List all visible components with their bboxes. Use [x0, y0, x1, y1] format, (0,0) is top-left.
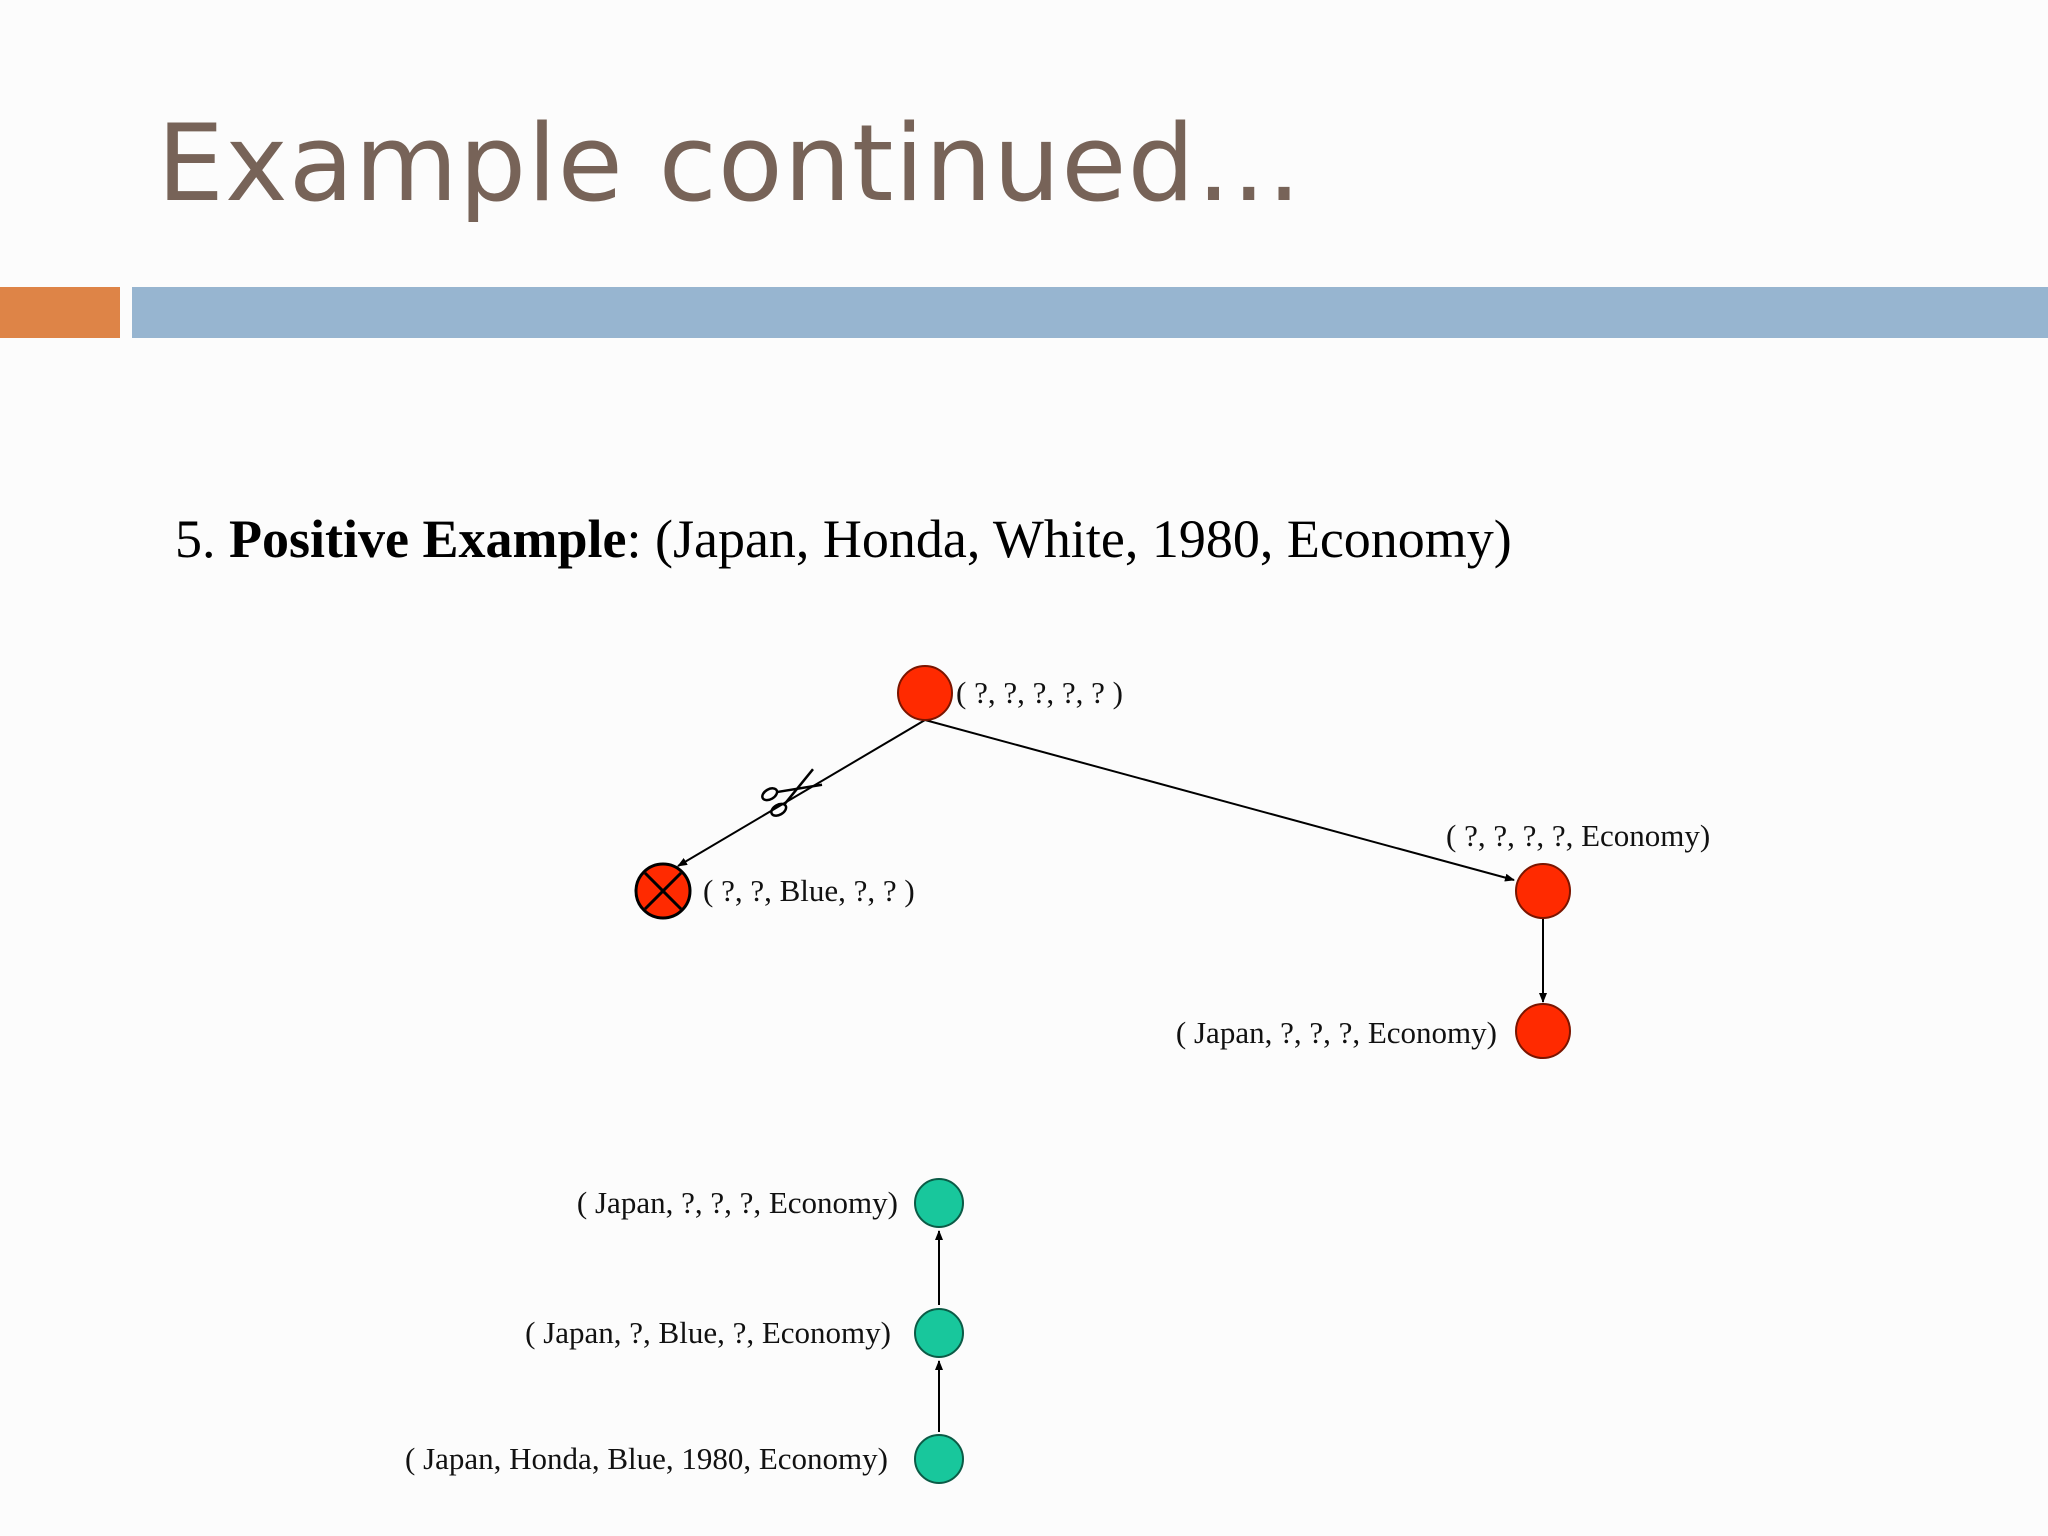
- example-label: Positive Example: [229, 509, 627, 569]
- node-specific-2: [914, 1308, 964, 1358]
- edge-root-to-blue: [677, 719, 926, 867]
- label-specific-2: ( Japan, ?, Blue, ?, Economy): [525, 1315, 891, 1350]
- node-economy: [1515, 863, 1571, 919]
- label-japan-economy: ( Japan, ?, ?, ?, Economy): [1176, 1015, 1497, 1050]
- example-number: 5.: [175, 509, 216, 569]
- label-economy: ( ?, ?, ?, ?, Economy): [1446, 818, 1710, 853]
- edge-root-to-economy: [924, 719, 1515, 882]
- node-specific-3: [914, 1434, 964, 1484]
- example-value: (Japan, Honda, White, 1980, Economy): [654, 509, 1512, 569]
- node-japan-economy: [1515, 1003, 1571, 1059]
- node-blue-eliminated: [634, 862, 692, 920]
- label-root: ( ?, ?, ?, ?, ? ): [956, 675, 1123, 710]
- title-accent-bar-orange: [0, 287, 120, 338]
- example-statement: 5. Positive Example: (Japan, Honda, Whit…: [175, 508, 1512, 570]
- label-specific-3: ( Japan, Honda, Blue, 1980, Economy): [405, 1441, 888, 1476]
- title-accent-bar-blue: [132, 287, 2048, 338]
- node-root: [897, 665, 953, 721]
- label-specific-1: ( Japan, ?, ?, ?, Economy): [577, 1185, 898, 1220]
- node-specific-1: [914, 1178, 964, 1228]
- scissors-icon: [761, 768, 823, 817]
- slide-title: Example continued…: [157, 102, 1303, 225]
- label-blue: ( ?, ?, Blue, ?, ? ): [703, 873, 915, 908]
- example-separator: :: [626, 509, 642, 569]
